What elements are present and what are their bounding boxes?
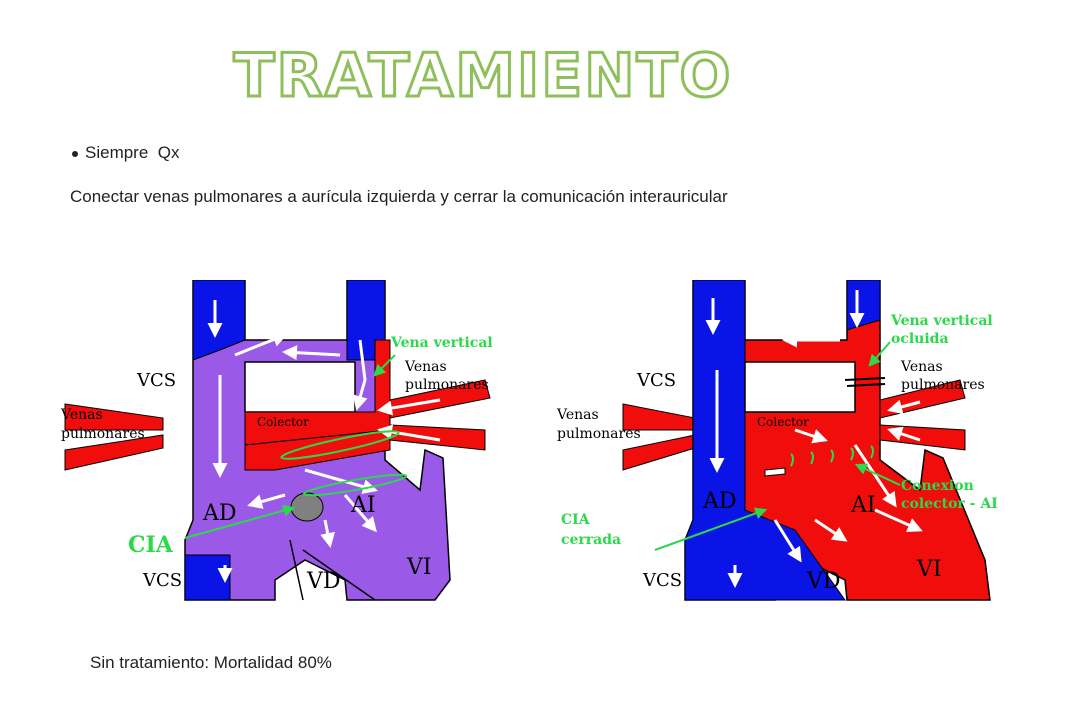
label-vcs-top: VCS [136, 370, 176, 391]
footer-mortality-text: Sin tratamiento: Mortalidad 80% [90, 653, 332, 672]
label-vena-ocluida: ocluida [891, 331, 949, 347]
bullet-siempre-qx: Siempre Qx [72, 143, 179, 163]
label-venas-right-2: pulmonares [405, 377, 489, 393]
description-text: Conectar venas pulmonares a aurícula izq… [70, 187, 728, 206]
label-conexion-colector-ai: colector - AI [901, 496, 998, 512]
label-vi: VI [406, 555, 432, 580]
label-ai: AI [350, 493, 376, 518]
label-colector: Colector [257, 415, 309, 429]
green-annotations [654, 341, 901, 551]
label-cia: CIA [561, 512, 591, 528]
label-vi: VI [916, 557, 942, 582]
label-vcs-bottom: VCS [642, 570, 682, 591]
slide-title-text: TRATAMIENTO [234, 41, 733, 111]
label-venas-left-1: Venas [60, 407, 103, 423]
label-vcs-bottom: VCS [142, 570, 182, 591]
label-venas-right-2: pulmonares [901, 377, 985, 393]
label-venas-right-1: Venas [900, 359, 943, 375]
label-cia-cerrada: cerrada [561, 532, 621, 548]
bullet-dot [72, 150, 78, 157]
flow-arrows [705, 290, 923, 588]
label-vd: VD [806, 569, 841, 594]
label-conexion: Conexion [901, 478, 974, 494]
label-vena-vertical: Vena vertical [390, 335, 493, 351]
pulmonary-veins-left [64, 403, 164, 471]
label-venas-left-2: pulmonares [61, 426, 145, 442]
label-venas-left-2: pulmonares [557, 426, 641, 442]
label-ai: AI [850, 493, 876, 518]
label-cia: CIA [128, 532, 174, 558]
label-venas-right-1: Venas [404, 359, 447, 375]
label-ad: AD [202, 501, 237, 526]
label-vcs-top: VCS [636, 370, 676, 391]
cia-defect [290, 492, 324, 522]
label-vena-vertical: Vena vertical [890, 313, 993, 329]
pulmonary-veins-left [622, 403, 696, 471]
label-colector: Colector [757, 415, 809, 429]
diagram-after-treatment: VCS VCS Venas pulmonares Venas pulmonare… [556, 280, 998, 601]
green-annotations [184, 354, 408, 539]
label-venas-left-1: Venas [556, 407, 599, 423]
label-ad: AD [702, 489, 737, 514]
slide-title: TRATAMIENTO [232, 40, 733, 113]
diagram-before-treatment: VCS VCS Venas pulmonares Venas pulmonare… [60, 280, 493, 601]
bullet-text: Siempre Qx [85, 143, 180, 162]
label-vd: VD [306, 569, 341, 594]
